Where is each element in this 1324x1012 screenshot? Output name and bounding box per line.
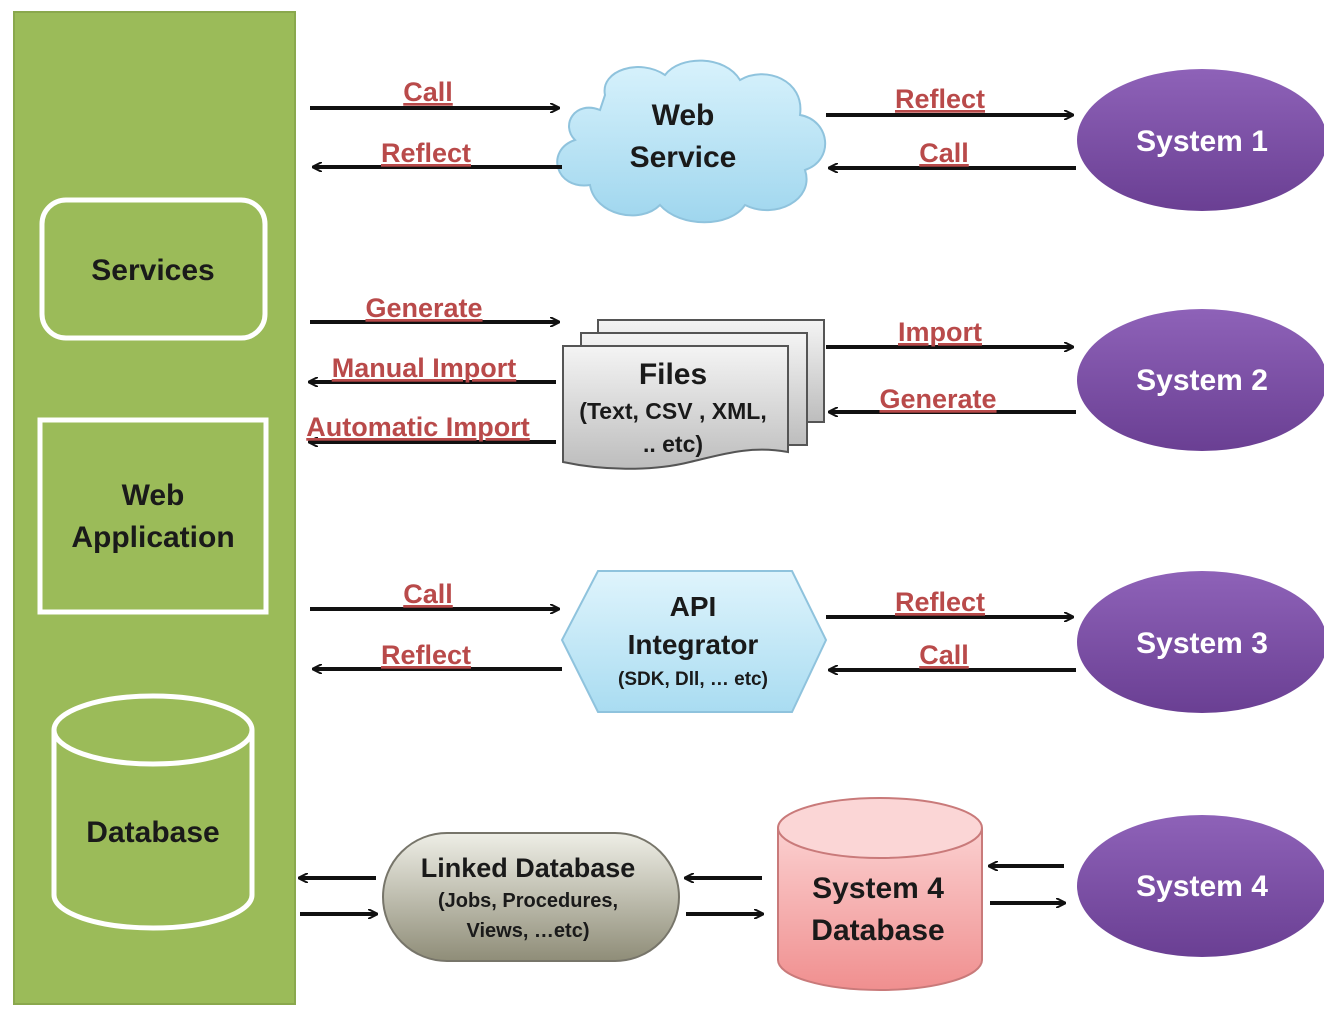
web-application-label-line1: Web (122, 479, 185, 512)
system4-database-label-line1: System 4 (812, 872, 944, 905)
row3-right-call-label: Call (919, 640, 969, 670)
files-title: Files (639, 358, 707, 391)
system1-label: System 1 (1136, 125, 1268, 158)
services-box (39, 197, 268, 341)
linked-database-box (382, 832, 680, 962)
api-title-line2: Integrator (628, 629, 759, 660)
linked-database-subtitle-line1: (Jobs, Procedures, (438, 890, 618, 912)
web-service-cloud (556, 59, 827, 224)
row1-right-reflect-label: Reflect (895, 84, 985, 114)
row2-right-generate-label: Generate (879, 384, 996, 414)
services-label: Services (91, 254, 214, 287)
row1-right-call-label: Call (919, 138, 969, 168)
row3-right-reflect-label: Reflect (895, 587, 985, 617)
system4-label: System 4 (1136, 870, 1268, 903)
row3-left-call-label: Call (403, 579, 453, 609)
row3-left-reflect-label: Reflect (381, 640, 471, 670)
row2-left-automatic-import-label: Automatic Import (306, 412, 530, 442)
row2-left-manual-import-label: Manual Import (332, 353, 517, 383)
web-application-box (37, 417, 269, 615)
web-application-label-line2: Application (71, 521, 234, 554)
row2-right-import-label: Import (898, 317, 982, 347)
database-cylinder (51, 693, 255, 931)
linked-database-title: Linked Database (421, 853, 636, 883)
files-subtitle-line2: .. etc) (643, 431, 703, 457)
row1-left-reflect-label: Reflect (381, 138, 471, 168)
database-label: Database (86, 816, 219, 849)
system4-ellipse (1077, 815, 1324, 957)
api-title-line1: API (670, 591, 717, 622)
system2-ellipse (1077, 309, 1324, 451)
web-service-label-line1: Web (652, 99, 715, 132)
system4-database-cylinder (777, 797, 983, 991)
system4-database-label-line2: Database (811, 914, 944, 947)
web-service-label-line2: Service (630, 141, 737, 174)
row2-left-generate-label: Generate (365, 293, 482, 323)
system2-label: System 2 (1136, 364, 1268, 397)
row1-left-call-label: Call (403, 77, 453, 107)
files-subtitle-line1: (Text, CSV , XML, (579, 398, 766, 424)
api-integrator-hexagon (560, 570, 828, 713)
linked-database-subtitle-line2: Views, …etc) (466, 920, 589, 942)
system3-label: System 3 (1136, 627, 1268, 660)
system3-ellipse (1077, 571, 1324, 713)
files-stack (562, 319, 825, 470)
api-subtitle: (SDK, Dll, … etc) (618, 669, 768, 690)
system1-ellipse (1077, 69, 1324, 211)
